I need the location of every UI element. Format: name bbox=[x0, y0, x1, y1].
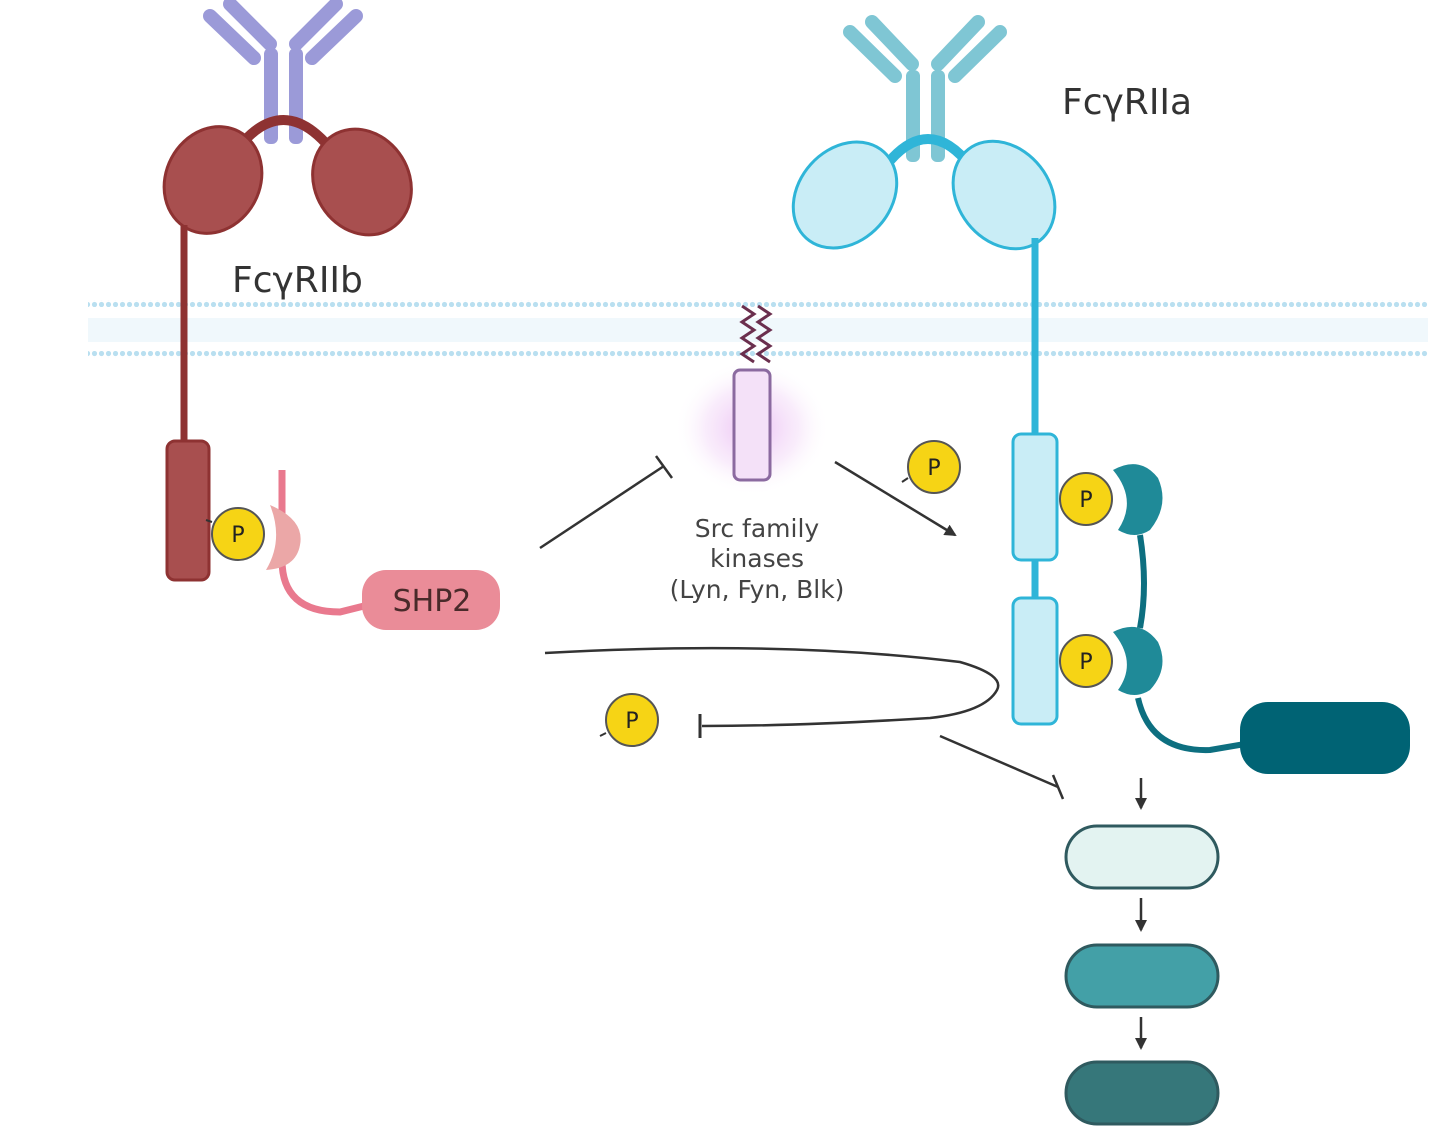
inhibition-arrow-to-cascade bbox=[939, 734, 1065, 800]
kinase-label-line3: (Lyn, Fyn, Blk) bbox=[670, 575, 845, 604]
antibody-left-stem bbox=[289, 48, 303, 144]
kinase-label-line2: kinases bbox=[710, 544, 804, 573]
dephosphorylation-loop-arrow bbox=[544, 646, 1000, 738]
fcgr2a-itam-lower bbox=[1011, 596, 1059, 726]
syk-linker-upper bbox=[1137, 534, 1147, 629]
phospho-group: P bbox=[205, 507, 265, 561]
syk-body bbox=[1240, 702, 1410, 774]
phospho-label: P bbox=[625, 709, 638, 734]
shp2-body bbox=[362, 570, 500, 630]
fcgr2a-itam-upper bbox=[1011, 432, 1059, 562]
phospho-icon bbox=[1059, 634, 1113, 688]
lipid-anchor-icon bbox=[739, 304, 757, 364]
phospho-icon bbox=[1059, 472, 1113, 526]
syk-sh2-upper bbox=[1113, 464, 1163, 535]
phospho-group: P bbox=[1059, 634, 1113, 688]
phospho-icon bbox=[907, 440, 961, 494]
inhibition-arrow-shp2-to-kinase bbox=[539, 455, 674, 550]
shp2-label: SHP2 bbox=[393, 584, 472, 619]
fcgr2b-domain-right bbox=[311, 127, 413, 237]
kinase-body bbox=[732, 368, 772, 482]
cell-membrane bbox=[88, 300, 1428, 358]
antibody-left-icon bbox=[203, 0, 363, 65]
downstream-cascade bbox=[1064, 778, 1220, 1126]
fcgr2b-cytoplasmic-tail bbox=[165, 439, 211, 582]
fcgr2a-domain-right bbox=[951, 139, 1057, 251]
phospho-label: P bbox=[1079, 650, 1092, 675]
shp2-sh2-domain bbox=[266, 505, 301, 570]
fcgr2a-receptor: FcγRIIa bbox=[791, 15, 1192, 726]
fcgr2b-receptor: FcγRIIb bbox=[162, 0, 413, 582]
antibody-right-stem bbox=[931, 70, 945, 162]
fcgr2a-domain-left bbox=[791, 140, 899, 250]
phospho-label: P bbox=[231, 523, 244, 548]
phospho-icon bbox=[211, 507, 265, 561]
activation-arrow-kinase-to-fcgr2a bbox=[834, 460, 957, 537]
cascade-step-1 bbox=[1064, 824, 1220, 890]
phospho-icon bbox=[605, 693, 659, 747]
cascade-step-3 bbox=[1064, 1060, 1220, 1126]
cascade-step-2 bbox=[1064, 943, 1220, 1009]
kinase-label-line1: Src family bbox=[695, 514, 820, 543]
fcgr2a-label: FcγRIIa bbox=[1062, 82, 1192, 123]
lipid-anchor-icon bbox=[755, 304, 773, 364]
shp2-phosphatase: SHP2 bbox=[266, 470, 500, 630]
phospho-label: P bbox=[1079, 488, 1092, 513]
phospho-group: P bbox=[901, 440, 961, 494]
fcgr2b-label: FcγRIIb bbox=[232, 260, 363, 301]
syk-sh2-lower bbox=[1113, 626, 1163, 695]
syk-linker-lower bbox=[1135, 697, 1246, 754]
phospho-label: P bbox=[927, 456, 940, 481]
src-family-kinase: Src family kinases (Lyn, Fyn, Blk) bbox=[670, 304, 845, 604]
phospho-group: P bbox=[599, 693, 659, 747]
syk-kinase bbox=[1113, 464, 1410, 774]
antibody-right-icon bbox=[843, 15, 1007, 83]
phospho-group: P bbox=[1059, 472, 1113, 526]
